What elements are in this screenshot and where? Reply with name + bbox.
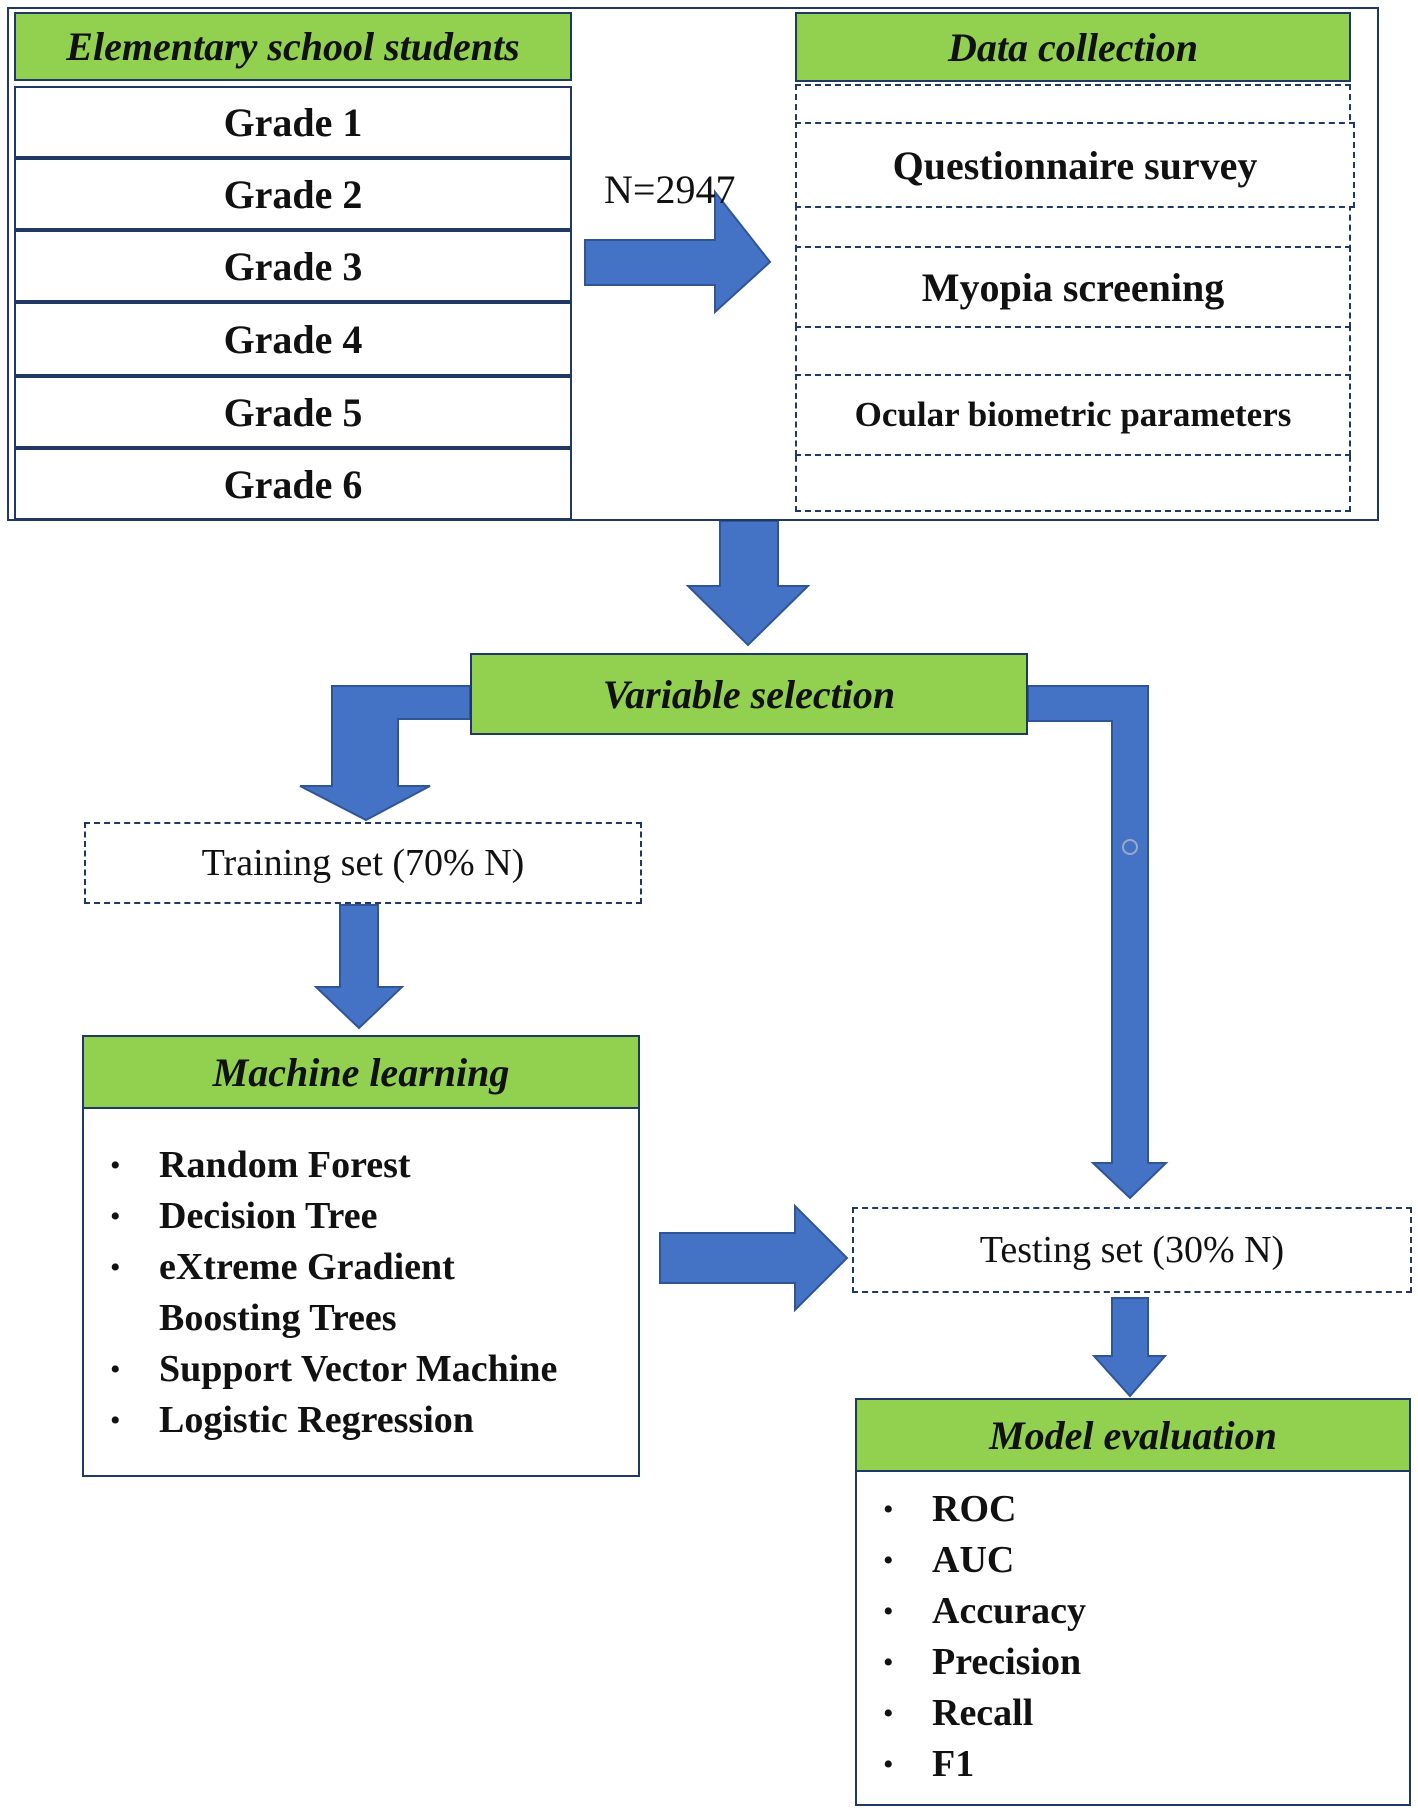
arrow-to-testing-set-from-ml [659,1203,849,1313]
students-header: Elementary school students [14,12,572,81]
model-evaluation-header: Model evaluation [855,1398,1411,1472]
data-collection-header: Data collection [795,12,1351,82]
grade-1: Grade 1 [14,86,572,158]
arrow-to-training-set [299,685,471,822]
ml-item-decision-tree: Decision Tree [84,1191,638,1242]
top-frame [7,7,1379,521]
grade-2: Grade 2 [14,158,572,230]
grade-5: Grade 5 [14,376,572,448]
arrow-to-testing-set [1027,685,1169,1200]
ml-item-random-forest: Random Forest [84,1140,638,1191]
variable-selection-box: Variable selection [470,653,1028,735]
arrow-to-machine-learning [313,904,405,1030]
grade-3: Grade 3 [14,230,572,302]
ml-item-svm: Support Vector Machine [84,1344,638,1395]
metric-accuracy: Accuracy [857,1586,1409,1637]
ml-item-logistic-regression: Logistic Regression [84,1395,638,1446]
model-evaluation-list: ROC AUC Accuracy Precision Recall F1 [857,1484,1409,1790]
data-item-questionnaire-survey: Questionnaire survey [795,122,1355,208]
data-item-ocular-biometric-parameters: Ocular biometric parameters [795,374,1351,456]
training-set-box: Training set (70% N) [84,822,642,904]
metric-roc: ROC [857,1484,1409,1535]
grade-6: Grade 6 [14,448,572,520]
ml-item-xgboost: eXtreme Gradient Boosting Trees [84,1242,638,1344]
machine-learning-list: Random Forest Decision Tree eXtreme Grad… [84,1140,638,1446]
grade-4: Grade 4 [14,302,572,376]
data-item-myopia-screening: Myopia screening [795,246,1351,328]
metric-precision: Precision [857,1637,1409,1688]
machine-learning-header: Machine learning [82,1035,640,1109]
arrow-to-model-evaluation [1091,1297,1168,1398]
arrow-to-variable-selection [685,520,811,647]
connector-handle [1122,839,1138,855]
metric-auc: AUC [857,1535,1409,1586]
metric-f1: F1 [857,1739,1409,1790]
sample-size-label: N=2947 [604,167,736,212]
metric-recall: Recall [857,1688,1409,1739]
testing-set-box: Testing set (30% N) [852,1207,1412,1293]
arrow-to-data-collection [584,189,772,315]
